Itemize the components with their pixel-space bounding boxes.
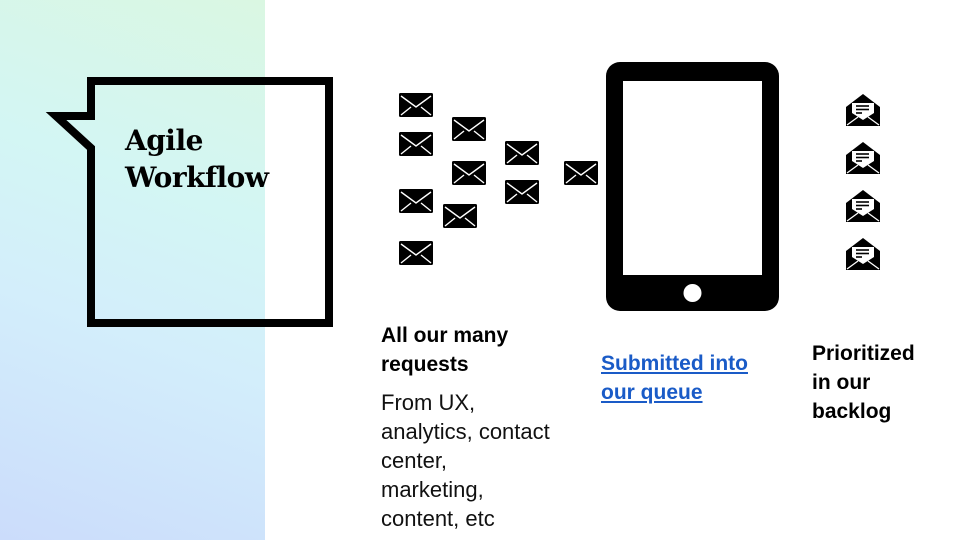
- queue-link[interactable]: Submitted into our queue: [601, 349, 748, 407]
- envelope-icon: [505, 180, 539, 204]
- gradient-background-panel: [0, 0, 265, 540]
- sources-line: analytics, contact: [381, 419, 550, 444]
- envelope-icon: [399, 93, 433, 117]
- queue-link-line-1[interactable]: Submitted into: [601, 352, 748, 375]
- queue-link-line-2[interactable]: our queue: [601, 381, 703, 404]
- envelope-icon: [505, 141, 539, 165]
- sources-line: content, etc: [381, 506, 495, 531]
- backlog-heading-line: Prioritized: [812, 342, 915, 365]
- envelope-icon: [399, 132, 433, 156]
- backlog-heading-line: backlog: [812, 400, 892, 423]
- envelope-icon: [443, 204, 477, 228]
- open-envelope-icon: [845, 237, 881, 271]
- envelope-icon-incoming: [564, 161, 598, 185]
- backlog-heading-line: in our: [812, 371, 871, 394]
- sources-line: From UX,: [381, 390, 476, 415]
- open-envelope-icon: [845, 141, 881, 175]
- requests-heading-line-2: requests: [381, 353, 469, 376]
- tablet-icon: [606, 62, 779, 311]
- sources-line: marketing,: [381, 477, 484, 502]
- envelope-icon: [452, 161, 486, 185]
- requests-sources: From UX, analytics, contact center, mark…: [381, 388, 550, 533]
- open-envelope-icon: [845, 93, 881, 127]
- requests-heading: All our many requests: [381, 321, 508, 379]
- sources-line: center,: [381, 448, 448, 473]
- slide-title: Agile Workflow: [125, 122, 269, 196]
- envelope-icon: [399, 241, 433, 265]
- title-line-2: Workflow: [125, 161, 269, 194]
- envelope-icon: [399, 189, 433, 213]
- open-envelope-icon: [845, 189, 881, 223]
- title-line-1: Agile: [125, 124, 203, 157]
- backlog-heading: Prioritized in our backlog: [812, 339, 915, 426]
- requests-heading-line-1: All our many: [381, 324, 509, 347]
- envelope-icon: [452, 117, 486, 141]
